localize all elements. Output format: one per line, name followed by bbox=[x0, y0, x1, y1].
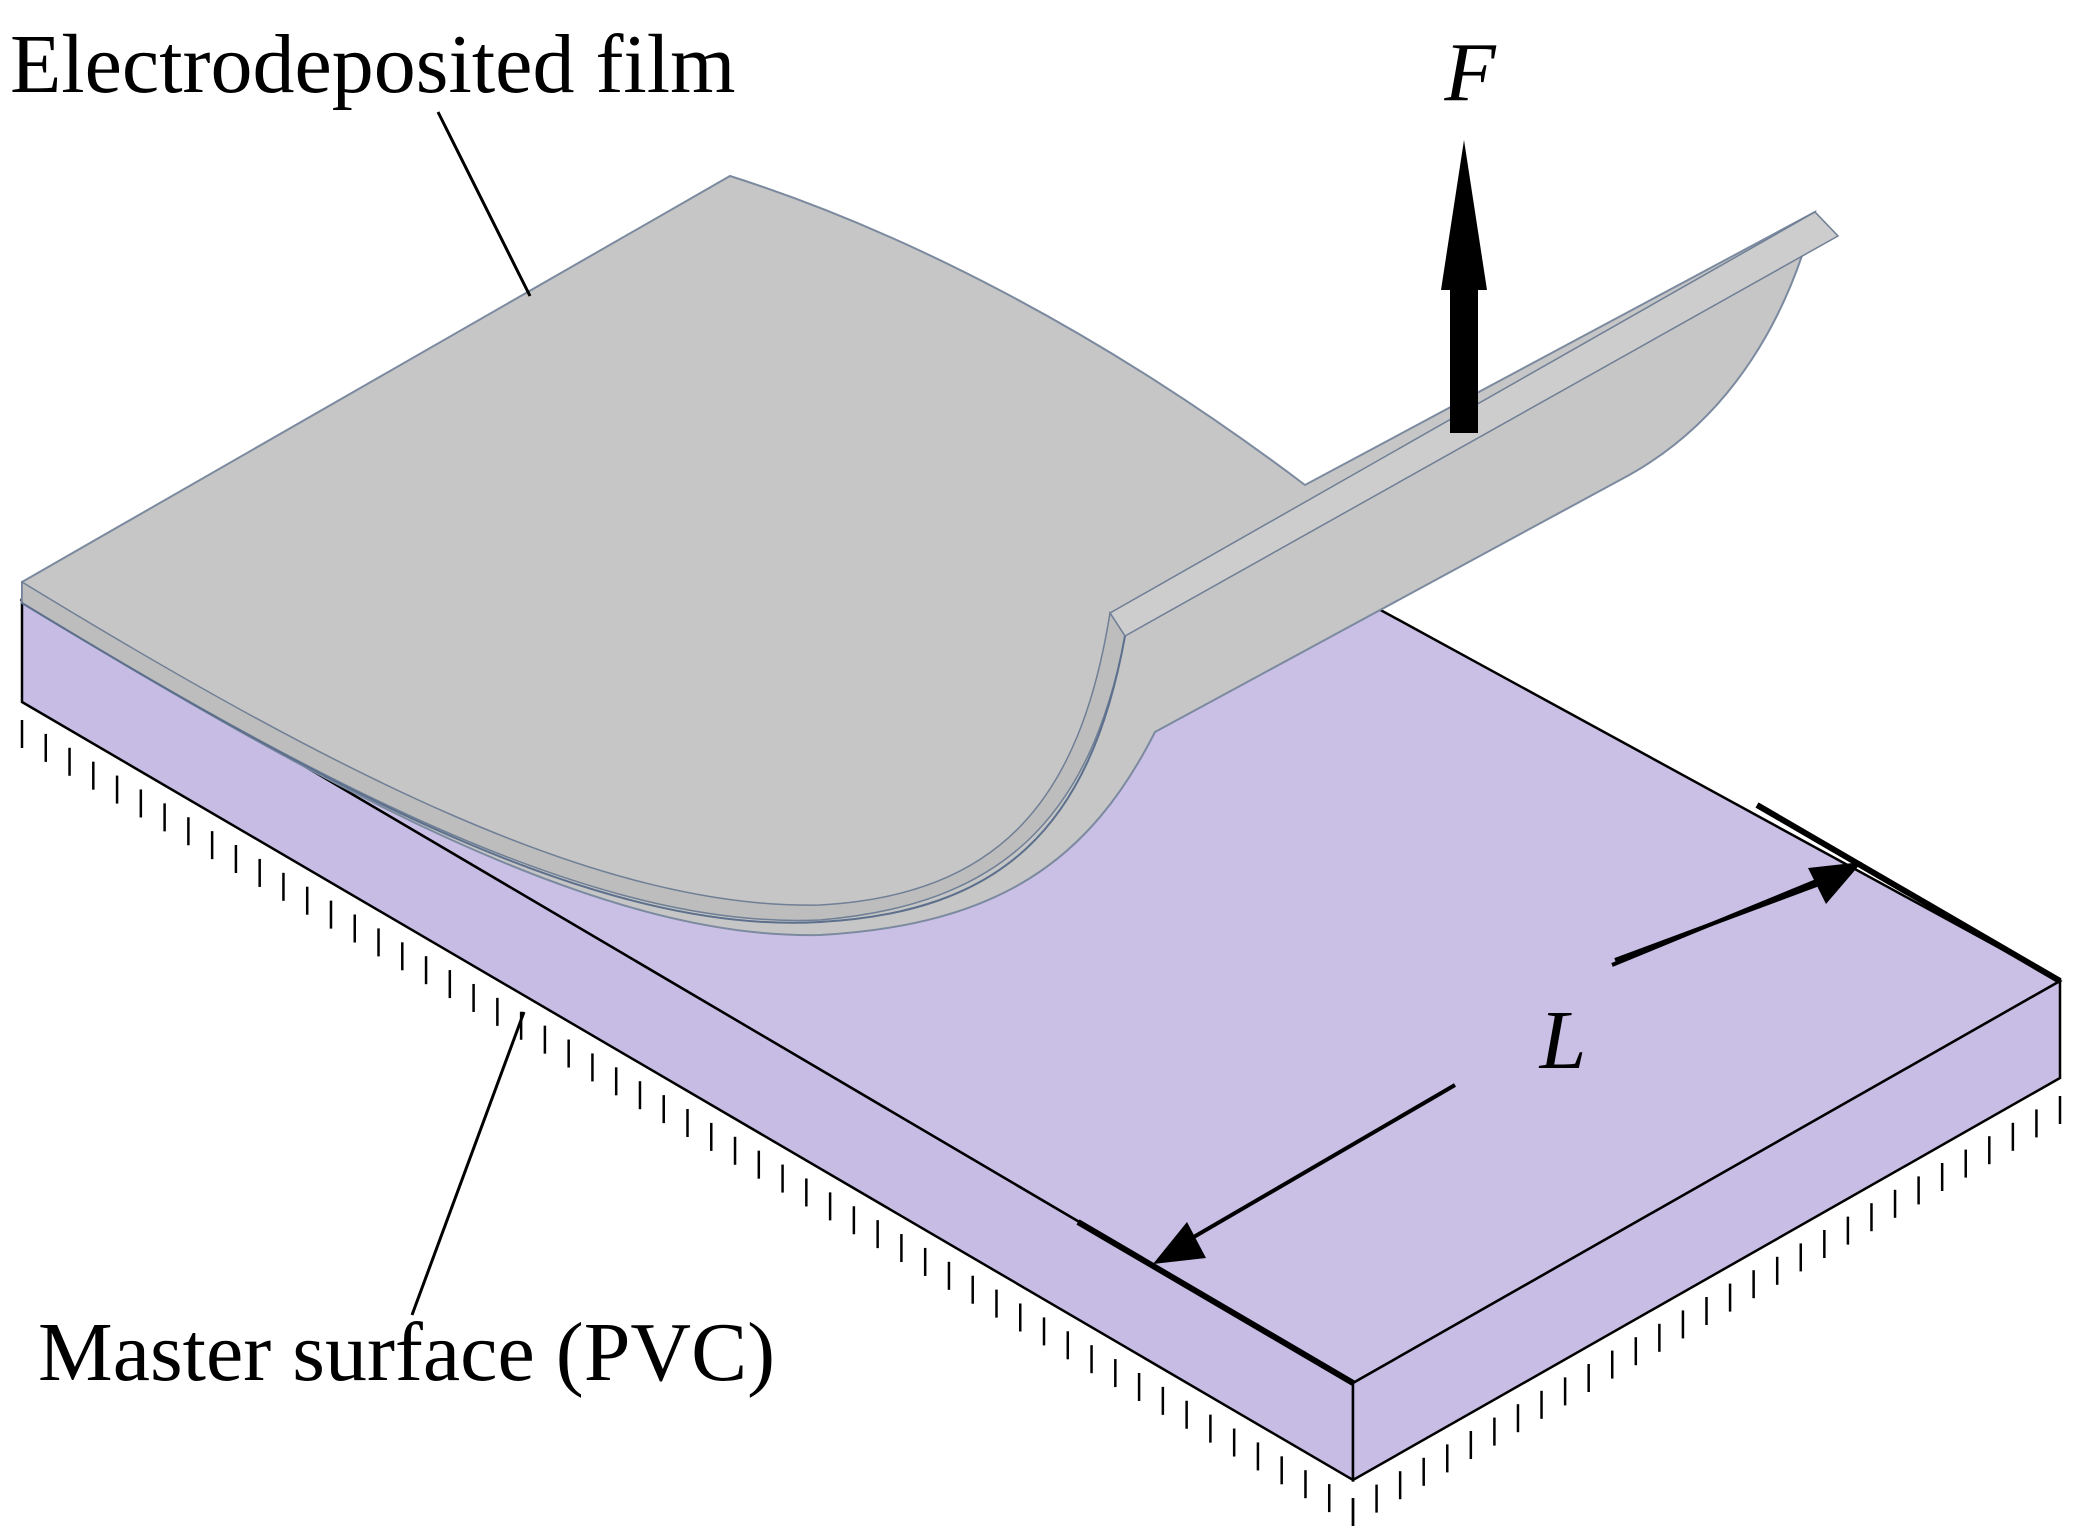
master-leader-line bbox=[410, 1011, 526, 1316]
dimension-line-upper-seg bbox=[1611, 866, 1849, 967]
master-surface-label: Master surface (PVC) bbox=[38, 1306, 775, 1399]
length-label: L bbox=[1539, 994, 1587, 1087]
film-top-surface bbox=[21, 174, 1817, 937]
force-arrow-head bbox=[1441, 140, 1487, 290]
dimension-extension-left bbox=[1076, 1219, 1355, 1386]
force-label: F bbox=[1443, 26, 1497, 119]
film-thickness-line bbox=[21, 602, 1126, 924]
film-leader-line bbox=[436, 111, 532, 297]
length-dimension bbox=[1076, 802, 2062, 1386]
film-label: Electrodeposited film bbox=[10, 18, 735, 111]
dimension-arrow-left bbox=[1153, 1222, 1206, 1264]
force-arrow-shaft bbox=[1450, 270, 1478, 433]
fixed-support-hatching bbox=[20, 720, 2062, 1526]
master-right-face bbox=[1351, 978, 2062, 1483]
force-arrow bbox=[1441, 140, 1487, 433]
dimension-arrow-right bbox=[1808, 862, 1862, 904]
dimension-line-lower bbox=[1166, 1083, 1457, 1254]
dimension-extension-right bbox=[1755, 802, 2062, 984]
